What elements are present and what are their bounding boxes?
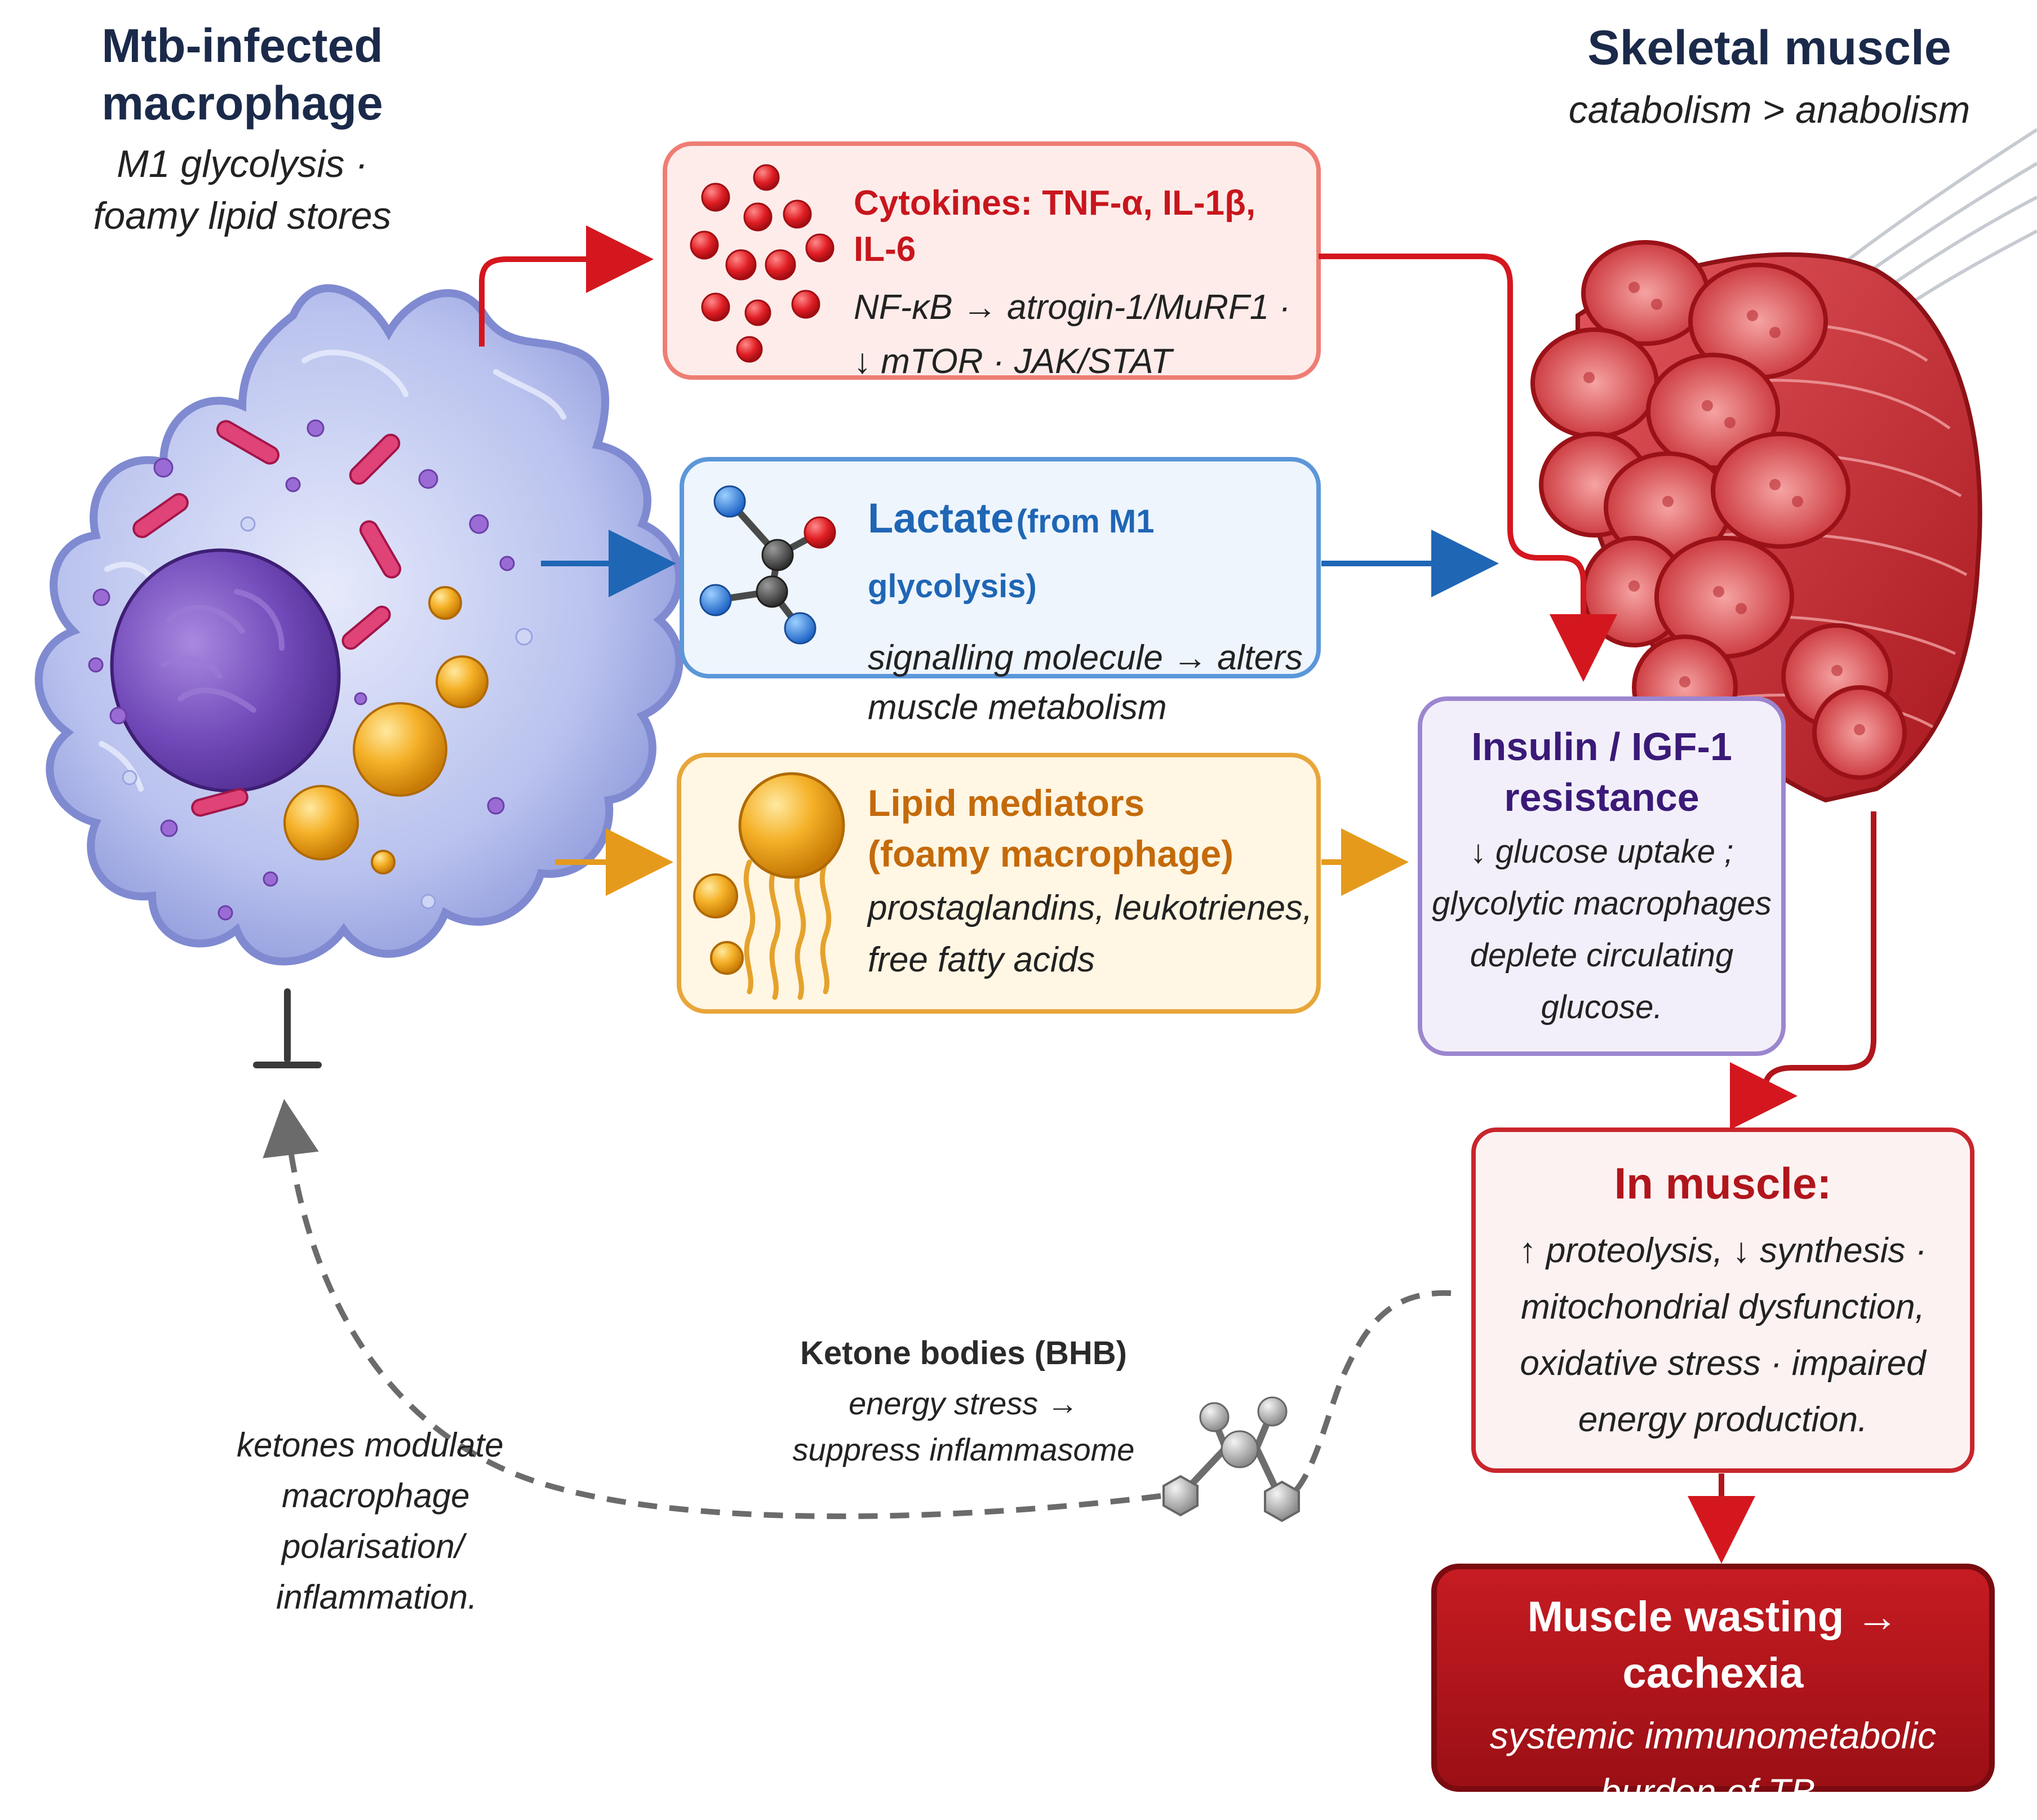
cytokines-box (663, 141, 1321, 380)
lipids-heading-line1: Lipid mediators (868, 782, 1145, 824)
insulin-heading-line1: Insulin / IGF-1 (1471, 725, 1732, 769)
in-muscle-box (1471, 1127, 1974, 1473)
macrophage-title: Mtb-infected macrophage (34, 17, 451, 132)
lactate-heading: Lactate (868, 495, 1014, 541)
wasting-heading: Muscle wasting → cachexia (1527, 1593, 1899, 1697)
lipid-droplets (283, 586, 489, 875)
insulin-line3: deplete circulating (1470, 937, 1734, 974)
in-muscle-line1: ↑ proteolysis, ↓ synthesis · (1519, 1231, 1927, 1270)
feedback-line3: polarisation/ (282, 1528, 464, 1565)
insulin-box (1418, 696, 1786, 1056)
insulin-line4: glucose. (1541, 989, 1663, 1026)
wasting-line2: burden of TB. (1600, 1771, 1826, 1813)
lactate-box (680, 457, 1321, 678)
macrophage-title-line2: macrophage (101, 77, 383, 130)
feedback-line1: ketones modulate (237, 1426, 504, 1464)
dashed-feedback-to-macrophage (263, 1099, 1161, 1520)
macrophage-subtitle-line1: M1 glycolysis · (117, 143, 368, 185)
lactate-line1: signalling molecule → alters (868, 638, 1303, 677)
cytokines-line1: NF-κB → atrogin-1/MuRF1 · (854, 288, 1291, 327)
lactate-heading-note: (from M1 glycolysis) (868, 503, 1155, 605)
in-muscle-text: In muscle: ↑ proteolysis, ↓ synthesis · … (1474, 1155, 1972, 1448)
arrow-muscle-to-in-muscle (1730, 811, 1876, 1130)
lactate-line2: muscle metabolism (868, 688, 1167, 727)
nucleus (110, 548, 341, 793)
wasting-text: Muscle wasting → cachexia systemic immun… (1434, 1589, 1992, 1820)
in-muscle-line4: energy production. (1578, 1400, 1868, 1439)
macrophage-cell-illustration (34, 284, 684, 966)
insulin-heading-line2: resistance (1504, 775, 1699, 819)
inhibition-symbol (253, 988, 322, 1068)
skeletal-muscle-illustration (1530, 128, 2037, 803)
ketone-heading: Ketone bodies (BHB) (800, 1335, 1127, 1371)
cytokines-text: Cytokines: TNF-α, IL-1β, IL-6 NF-κB → at… (854, 180, 1304, 389)
feedback-line2: macrophage (282, 1477, 470, 1515)
ketone-molecule-icon (1162, 1396, 1300, 1522)
lactate-heading-row: Lactate (from M1 glycolysis) (868, 490, 1313, 623)
insulin-line1: ↓ glucose uptake ; (1470, 833, 1734, 870)
macrophage-title-line1: Mtb-infected (101, 19, 383, 72)
arrow-cytokines-to-insulin (1319, 254, 1617, 682)
ketone-line1: energy stress → (849, 1386, 1079, 1421)
vesicles (88, 419, 515, 921)
insulin-line2: glycolytic macrophages (1432, 885, 1772, 922)
macrophage-subtitle: M1 glycolysis · foamy lipid stores (34, 138, 451, 242)
wasting-box (1431, 1564, 1995, 1792)
cytokine-particles-icon (690, 164, 835, 363)
lipid-mediator-icon (693, 772, 845, 1000)
lipids-heading-line2: (foamy macrophage) (868, 833, 1234, 875)
feedback-line4: inflammation. (276, 1578, 477, 1616)
lipids-line1: prostaglandins, leukotrienes, (868, 889, 1313, 927)
mtb-bacteria (132, 420, 401, 817)
lactate-molecule-icon (699, 485, 836, 645)
wasting-line1: systemic immunometabolic (1489, 1715, 1937, 1756)
insulin-text: Insulin / IGF-1 resistance ↓ glucose upt… (1420, 721, 1783, 1033)
macrophage-subtitle-line2: foamy lipid stores (93, 194, 392, 237)
dashed-feedback-ketone-path (1288, 1290, 1452, 1498)
lipids-line2: free fatty acids (868, 940, 1095, 979)
lactate-text: Lactate (from M1 glycolysis) signalling … (868, 490, 1313, 733)
in-muscle-heading: In muscle: (1614, 1158, 1832, 1208)
muscle-fiber-ends (1530, 240, 1907, 780)
cytokines-line2: ↓ mTOR · JAK/STAT (854, 342, 1172, 381)
cytokines-heading: Cytokines: TNF-α, IL-1β, IL-6 (854, 184, 1256, 269)
muscle-title: Skeletal muscle (1587, 21, 1951, 75)
in-muscle-line2: mitochondrial dysfunction, (1521, 1288, 1925, 1326)
in-muscle-line3: oxidative stress · impaired (1520, 1344, 1926, 1383)
ketone-text: Ketone bodies (BHB) energy stress → supp… (766, 1330, 1161, 1473)
ketone-line2: suppress inflammasome (792, 1432, 1135, 1467)
feedback-text: ketones modulate macrophage polarisation… (237, 1420, 575, 1623)
lipids-text: Lipid mediators (foamy macrophage) prost… (868, 778, 1313, 986)
arrow-macrophage-to-cytokines (479, 225, 654, 347)
muscle-subtitle: catabolism > anabolism (1568, 88, 1971, 131)
